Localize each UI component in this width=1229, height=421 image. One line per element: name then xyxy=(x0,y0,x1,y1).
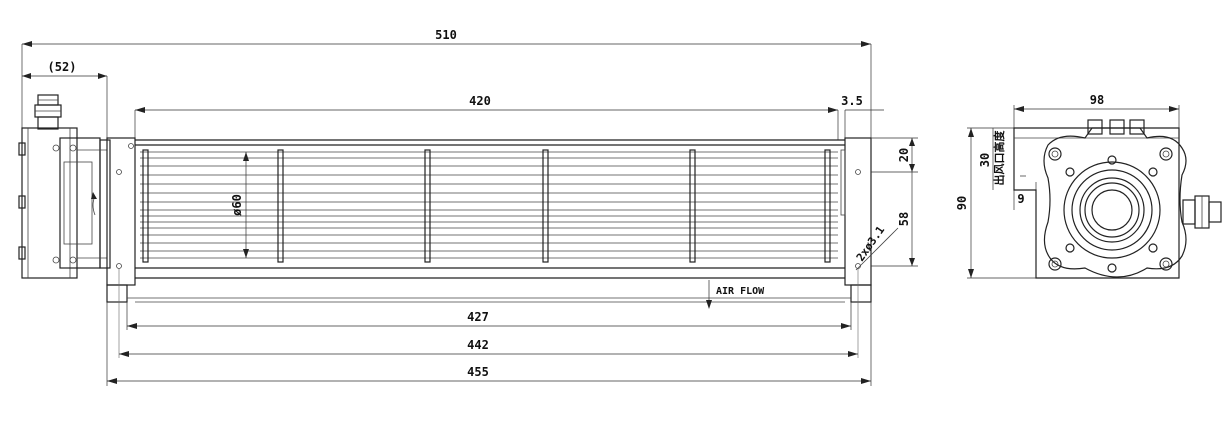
dim-98: 98 xyxy=(1013,93,1180,128)
dim-9: 9 xyxy=(1013,175,1037,210)
right-side-plate xyxy=(840,137,872,358)
dim-20: 20 xyxy=(871,137,918,173)
dim-420: 420 xyxy=(134,94,839,140)
dim-3-5-label: 3.5 xyxy=(841,94,863,108)
dim-98-label: 98 xyxy=(1090,93,1104,107)
dim-427: 427 xyxy=(126,302,852,330)
dim-510-label: 510 xyxy=(435,28,457,42)
dim-420-label: 420 xyxy=(469,94,491,108)
motor-flange xyxy=(1043,119,1187,278)
outlet-height-label: 出风口高度 xyxy=(992,130,1006,186)
dim-455-label: 455 xyxy=(467,365,489,379)
dim-diameter-label: ø60 xyxy=(230,194,244,216)
dim-58: 58 xyxy=(871,172,918,267)
dim-442: 442 xyxy=(119,338,858,357)
dim-mount-holes: 2xø3.1 xyxy=(854,223,899,271)
front-view: 510 (52) 420 3.5 xyxy=(18,28,918,386)
dim-90-label: 90 xyxy=(955,196,969,210)
side-cable-gland xyxy=(1182,195,1222,229)
dim-510: 510 xyxy=(21,28,872,140)
impeller-blades xyxy=(140,151,838,259)
dim-9-label: 9 xyxy=(1017,192,1024,206)
air-flow-label: AIR FLOW xyxy=(716,286,765,297)
dim-58-label: 58 xyxy=(897,212,911,226)
dim-442-label: 442 xyxy=(467,338,489,352)
left-side-plate xyxy=(106,137,136,358)
dim-3-5: 3.5 xyxy=(841,94,884,140)
dim-20-label: 20 xyxy=(897,148,911,162)
impeller-rings xyxy=(142,149,831,263)
impeller-housing: ø60 xyxy=(135,139,845,279)
control-box xyxy=(18,94,111,279)
dim-30-outlet: 30 出风口高度 xyxy=(978,128,1006,190)
dim-455: 455 xyxy=(106,302,872,386)
dim-427-label: 427 xyxy=(467,310,489,324)
side-housing-outline xyxy=(1013,127,1180,279)
dim-90: 90 xyxy=(955,127,1036,279)
dim-52: (52) xyxy=(22,60,108,140)
air-flow-indicator: AIR FLOW xyxy=(706,280,765,309)
dim-52-label: (52) xyxy=(48,60,77,74)
dim-30-label: 30 xyxy=(978,153,992,167)
side-view: 98 90 30 出风口高度 9 xyxy=(955,93,1222,279)
